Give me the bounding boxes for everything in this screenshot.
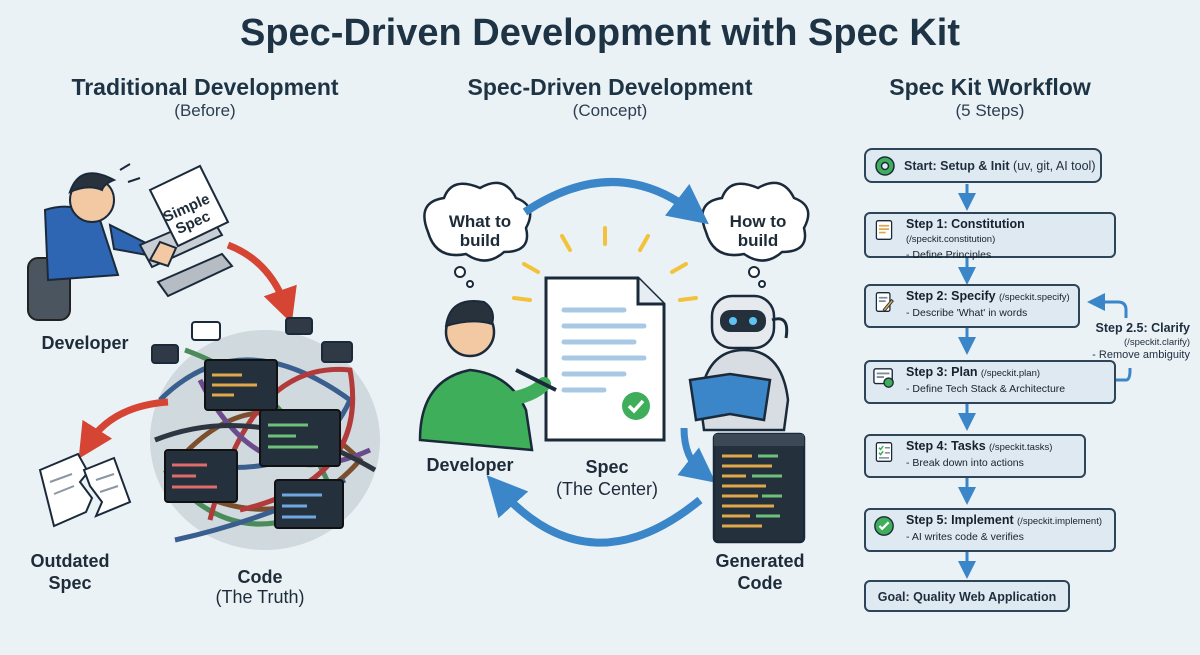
generated-code-window-icon (714, 434, 804, 542)
step-4-box: Step 4: Tasks (/speckit.tasks) - Break d… (864, 434, 1086, 478)
step-4-command: (/speckit.tasks) (989, 442, 1052, 453)
step-3-title: Step 3: Plan (906, 365, 978, 379)
spec-label: Spec (548, 456, 666, 478)
how-to-build-text: How to build (708, 212, 808, 250)
clarify-desc: - Remove ambiguity (1092, 349, 1190, 361)
step-1-title: Step 1: Constitution (906, 217, 1025, 231)
code-label: Code (190, 566, 330, 588)
developer-green-icon (420, 301, 556, 450)
step-5-desc: - AI writes code & verifies (906, 531, 1024, 543)
clarify-note: Step 2.5: Clarify (/speckit.clarify) - R… (1080, 322, 1190, 362)
blue-arrow-right-down (684, 428, 702, 472)
code-note: (The Truth) (190, 586, 330, 608)
clarify-command: (/speckit.clarify) (1124, 337, 1190, 348)
step-2-box: Step 2: Specify (/speckit.specify) - Des… (864, 284, 1080, 328)
step-2-command: (/speckit.specify) (999, 292, 1070, 303)
blue-arrow-top (525, 182, 693, 212)
step-5-box: Step 5: Implement (/speckit.implement) -… (864, 508, 1116, 552)
gear-window-icon (873, 367, 895, 389)
start-detail: (uv, git, AI tool) (1013, 159, 1095, 173)
step-1-box: Step 1: Constitution (/speckit.constitut… (864, 212, 1116, 258)
tangled-code-icon (150, 318, 380, 550)
robot-reading-icon (690, 296, 788, 430)
developer-label-left: Developer (20, 332, 150, 354)
clarify-title: Step 2.5: Clarify (1096, 321, 1190, 335)
step-3-command: (/speckit.plan) (981, 368, 1040, 379)
step-4-desc: - Break down into actions (906, 457, 1024, 469)
developer-label-center: Developer (410, 454, 530, 476)
step-5-command: (/speckit.implement) (1017, 516, 1102, 527)
spec-note: (The Center) (540, 478, 674, 500)
goal-box: Goal: Quality Web Application (864, 580, 1070, 612)
red-arrow-down (228, 245, 286, 307)
step-2-desc: - Describe 'What' in words (906, 307, 1027, 319)
step-3-desc: - Define Tech Stack & Architecture (906, 383, 1065, 395)
step-5-title: Step 5: Implement (906, 513, 1014, 527)
gear-check-icon (873, 515, 895, 537)
what-to-build-text: What to build (430, 212, 530, 250)
torn-spec-icon (40, 454, 130, 526)
checklist-icon (873, 441, 895, 463)
document-icon (873, 219, 895, 241)
step-2-title: Step 2: Specify (906, 289, 996, 303)
outdated-spec-label: Outdated Spec (30, 550, 110, 594)
step-3-box: Step 3: Plan (/speckit.plan) - Define Te… (864, 360, 1116, 404)
start-title: Start: Setup & Init (904, 159, 1010, 173)
step-1-desc: - Define Principles (906, 249, 991, 261)
step-1-command: (/speckit.constitution) (906, 234, 995, 245)
pencil-document-icon (873, 291, 895, 313)
gear-icon (874, 155, 896, 177)
generated-code-label: Generated Code (696, 550, 824, 594)
start-setup-box: Start: Setup & Init (uv, git, AI tool) (864, 148, 1102, 183)
spec-document-icon (546, 278, 664, 440)
step-4-title: Step 4: Tasks (906, 439, 986, 453)
